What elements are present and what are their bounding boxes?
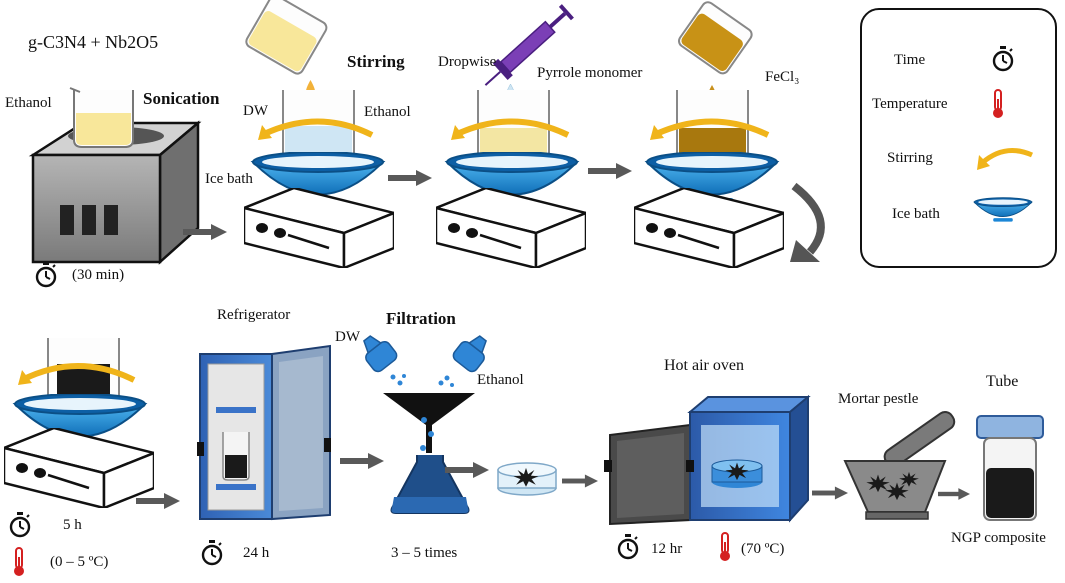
flow-arrow-icon	[388, 170, 432, 186]
sonicator	[28, 120, 202, 265]
curved-arrow-icon	[790, 182, 825, 262]
legend-stirring-label: Stirring	[887, 150, 933, 166]
stopwatch-icon	[201, 540, 223, 566]
mortar-pestle-label: Mortar pestle	[838, 391, 919, 407]
filtration-label: Filtration	[386, 309, 456, 328]
thermometer-icon	[992, 89, 1004, 119]
sample-tube	[976, 415, 1044, 521]
stirring-label: Stirring	[347, 52, 405, 71]
ethanol-label-2: Ethanol	[364, 104, 411, 120]
hotplate	[4, 428, 154, 508]
stir-temperature-label: (0 – 5 ºC)	[50, 554, 109, 570]
dropwise-label: Dropwise	[438, 54, 497, 70]
petri-dish	[497, 462, 557, 496]
hot-air-oven	[604, 394, 811, 526]
wash-dw-label: DW	[335, 329, 360, 345]
legend-time-label: Time	[894, 52, 926, 68]
stopwatch-icon	[35, 262, 57, 288]
refrigerator-label: Refrigerator	[217, 307, 291, 323]
thermometer-icon	[13, 547, 25, 577]
stopwatch-icon	[617, 534, 639, 560]
legend-box	[860, 8, 1057, 268]
flow-arrow-icon	[588, 163, 632, 179]
fecl3-label: FeCl₃	[765, 69, 800, 85]
flow-arrow-icon	[136, 493, 180, 509]
pyrrole-label: Pyrrole monomer	[537, 65, 643, 81]
pouring-beaker-dw	[245, 0, 328, 75]
thermometer-icon	[719, 532, 731, 562]
stopwatch-icon	[9, 512, 31, 538]
tube-label: Tube	[986, 373, 1019, 390]
dw-label: DW	[243, 103, 268, 119]
oven-time-label: 12 hr	[651, 541, 683, 557]
hotplate	[436, 188, 586, 268]
wash-bottles	[363, 335, 487, 387]
flow-arrow-icon	[938, 488, 970, 500]
wash-repeats-label: 3 – 5 times	[391, 545, 458, 561]
ethanol-label: Ethanol	[5, 95, 52, 111]
oven-label: Hot air oven	[664, 357, 744, 374]
mortar-pestle	[843, 411, 956, 520]
pouring-beaker-fecl3	[678, 1, 753, 75]
reactants-label: g-C3N4 + Nb2O5	[28, 32, 159, 52]
refrigerator	[197, 344, 331, 521]
beaker-sonication	[69, 87, 134, 148]
flow-arrow-icon	[445, 462, 489, 478]
sonication-label: Sonication	[143, 89, 220, 108]
stirring-arrow-icon	[977, 148, 1034, 170]
flow-arrow-icon	[812, 486, 848, 500]
funnel-flask	[383, 393, 475, 514]
sonication-time-label: (30 min)	[72, 267, 125, 283]
legend-ice-bath-label: Ice bath	[892, 206, 940, 222]
ice-bath-label: Ice bath	[205, 171, 253, 187]
flow-arrow-icon	[562, 474, 598, 488]
hotplate	[634, 188, 784, 268]
legend-temperature-label: Temperature	[872, 96, 948, 112]
product-label: NGP composite	[951, 530, 1046, 546]
stirring-arrow-icon	[260, 118, 374, 138]
refrigerator-time-label: 24 h	[243, 545, 270, 561]
wash-ethanol-label: Ethanol	[477, 372, 524, 388]
stir-time-label: 5 h	[63, 517, 82, 533]
hotplate	[244, 188, 394, 268]
oven-temperature-label: (70 ºC)	[741, 541, 785, 557]
flow-arrow-icon	[340, 453, 384, 469]
syringe-icon	[484, 4, 574, 86]
